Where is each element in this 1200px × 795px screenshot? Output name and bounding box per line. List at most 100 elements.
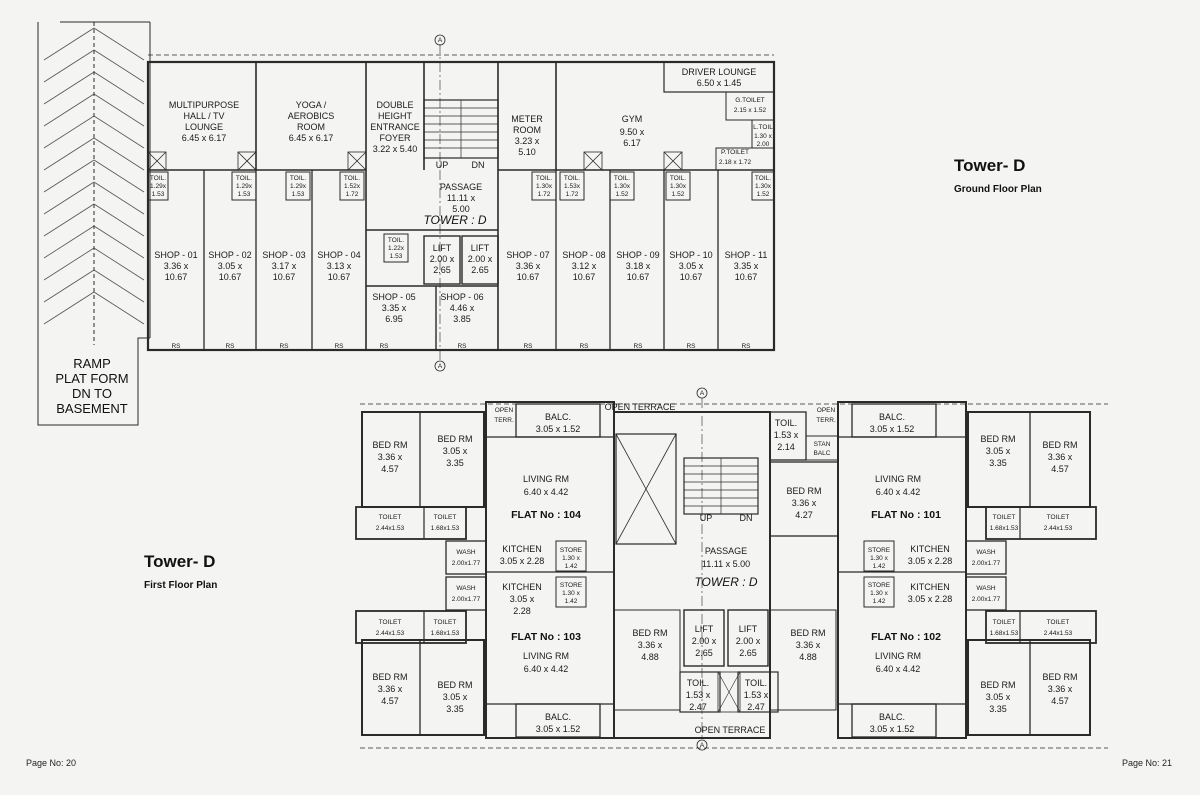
gf-axis-label: A <box>438 37 443 44</box>
ff-bedroom-dims: 3.35 <box>989 458 1007 468</box>
ff-lift-dims: 2.65 <box>739 648 757 658</box>
ff-toilet-dims: 2.44x1.53 <box>1044 525 1073 532</box>
ff-tower-label: TOWER : D <box>694 575 757 589</box>
first-floor-labels: A A OPEN TERRACE OPEN TERRACE OPEN TERR.… <box>372 390 1077 749</box>
ff-kitchen-dims: 3.05 x 2.28 <box>500 556 545 566</box>
gf-toilet-label: TOIL. <box>536 175 552 182</box>
ff-balc-dims: 3.05 x 1.52 <box>536 724 581 734</box>
gf-toilet-dims: 1.53 <box>292 191 305 198</box>
gf-lift-name: LIFT <box>433 243 452 253</box>
gf-toilet-dims: 1.29x <box>290 183 307 190</box>
ff-toilet-dims: 1.68x1.53 <box>431 630 460 637</box>
ramp-label-line: DN TO <box>72 386 112 401</box>
ff-living-dims: 6.40 x 4.42 <box>876 664 921 674</box>
gf-shop-dims: 10.67 <box>573 272 596 282</box>
gf-rs-label: RS <box>279 343 289 350</box>
gf-room-name: AEROBICS <box>288 111 335 121</box>
gf-shop-dims: 3.05 x <box>218 261 243 271</box>
ff-bedroom-dims: 3.36 x <box>792 498 817 508</box>
ff-open-terr: OPEN <box>817 407 836 414</box>
ff-wash-dims: 2.00x1.77 <box>972 560 1001 567</box>
ff-toilet-name: TOIL. <box>775 418 797 428</box>
gf-shop-name: SHOP - 08 <box>562 250 605 260</box>
first-floor-subtitle: First Floor Plan <box>144 580 218 591</box>
gf-stair-dn: DN <box>472 160 485 170</box>
ff-toilet-dims: 2.44x1.53 <box>376 630 405 637</box>
ff-store-name: STORE <box>868 582 891 589</box>
gf-toilet-dims: 1.29x <box>236 183 253 190</box>
gf-shop-dims: 3.36 x <box>516 261 541 271</box>
ff-bedroom-dims: 4.57 <box>381 464 399 474</box>
gf-shop-dims: 3.12 x <box>572 261 597 271</box>
gf-toilet-dims: 1.53 <box>390 253 403 260</box>
ff-living-name: LIVING RM <box>875 651 921 661</box>
gf-rs-label: RS <box>334 343 344 350</box>
ff-bedroom-dims: 3.36 x <box>1048 684 1073 694</box>
ff-toilet-name: TOILET <box>1047 619 1070 626</box>
gf-shop-dims: 3.36 x <box>164 261 189 271</box>
gf-toilet-label: TOIL. <box>344 175 360 182</box>
ground-floor-labels: MULTIPURPOSE HALL / TV LOUNGE 6.45 x 6.1… <box>150 37 773 370</box>
ff-toilet-name: TOILET <box>434 514 457 521</box>
ff-wash-name: WASH <box>456 549 476 556</box>
gf-room-name: ROOM <box>297 122 325 132</box>
gf-toilet-label: TOIL. <box>150 175 166 182</box>
gf-room-name: L.TOIL <box>753 124 773 131</box>
gf-shop-name: SHOP - 03 <box>262 250 305 260</box>
gf-room-dims: 3.22 x 5.40 <box>373 144 418 154</box>
ff-open-terr: TERR. <box>494 417 514 424</box>
gf-rs-label: RS <box>633 343 643 350</box>
ff-bedroom-name: BED RM <box>790 628 825 638</box>
gf-shop-dims: 6.95 <box>385 314 403 324</box>
gf-lift-dims: 2.65 <box>433 265 451 275</box>
ff-bedroom-name: BED RM <box>786 486 821 496</box>
ff-toilet-dims: 2.44x1.53 <box>1044 630 1073 637</box>
gf-shop-dims: 3.35 x <box>734 261 759 271</box>
ff-kitchen-dims: 3.05 x 2.28 <box>908 556 953 566</box>
gf-room-name: ENTRANCE <box>370 122 420 132</box>
gf-toilet-dims: 1.22x <box>388 245 405 252</box>
ff-toilet-dims: 1.68x1.53 <box>990 630 1019 637</box>
gf-lift-name: LIFT <box>471 243 490 253</box>
gf-rs-label: RS <box>171 343 181 350</box>
gf-toilet-dims: 1.30x <box>614 183 631 190</box>
ff-store-dims: 1.42 <box>873 563 886 570</box>
gf-toilet-dims: 1.30x <box>670 183 687 190</box>
ff-store-dims: 1.42 <box>873 598 886 605</box>
gf-room-dims: 3.23 x <box>515 136 540 146</box>
ff-lift-name: LIFT <box>739 624 758 634</box>
ff-store-name: STORE <box>560 547 583 554</box>
gf-toilet-label: TOIL. <box>564 175 580 182</box>
gf-toilet-label: TOIL. <box>388 237 404 244</box>
gf-shop-dims: 3.13 x <box>327 261 352 271</box>
ff-store-name: STORE <box>868 547 891 554</box>
gf-room-name: MULTIPURPOSE <box>169 100 239 110</box>
ground-floor-title: Tower- D <box>954 156 1026 175</box>
ff-bedroom-dims: 3.36 x <box>796 640 821 650</box>
gf-shop-dims: 10.67 <box>328 272 351 282</box>
gf-rs-label: RS <box>523 343 533 350</box>
gf-shop-name: SHOP - 06 <box>440 292 483 302</box>
ff-bedroom-dims: 4.57 <box>1051 464 1069 474</box>
ff-balc-name: BALC. <box>545 712 571 722</box>
gf-axis-label: A <box>438 363 443 370</box>
ff-bedroom-name: BED RM <box>632 628 667 638</box>
gf-room-dims: 6.17 <box>623 138 641 148</box>
ff-toilet-dims: 1.68x1.53 <box>990 525 1019 532</box>
gf-rs-label: RS <box>457 343 467 350</box>
gf-shop-dims: 4.46 x <box>450 303 475 313</box>
gf-room-name: G.TOILET <box>735 97 765 104</box>
ff-balc-name: BALC. <box>879 712 905 722</box>
gf-shop-dims: 10.67 <box>680 272 703 282</box>
gf-room-dims: 5.00 <box>452 204 470 214</box>
gf-shop-dims: 3.85 <box>453 314 471 324</box>
ff-open-terr: TERR. <box>816 417 836 424</box>
gf-rs-label: RS <box>379 343 389 350</box>
ff-bedroom-dims: 3.36 x <box>1048 452 1073 462</box>
gf-lift-dims: 2.65 <box>471 265 489 275</box>
gf-shop-name: SHOP - 05 <box>372 292 415 302</box>
ff-toilet-name: TOILET <box>379 514 402 521</box>
ground-floor-walls <box>146 34 776 372</box>
gf-room-dims: 1.30 x <box>754 133 772 140</box>
